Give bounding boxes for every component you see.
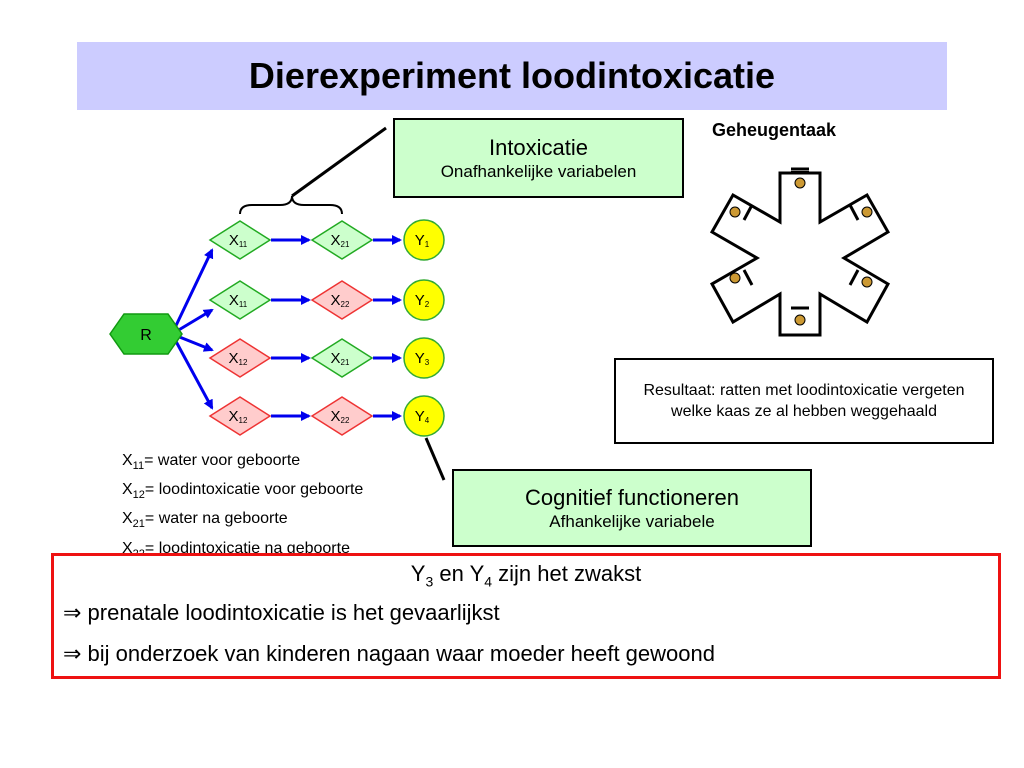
connector-line-cognitief [424,437,446,481]
diamond-node-x21 [310,338,374,378]
title-bar: Dierexperiment loodintoxicatie [77,42,947,110]
root-node-r [109,313,183,355]
intoxicatie-box: Intoxicatie Onafhankelijke variabelen [393,118,684,198]
node-label: X11 [229,292,248,309]
node-label: X22 [331,408,350,425]
connector-line-intox [291,126,387,198]
conclusion-box: Y3 en Y4 zijn het zwakst ⇒ prenatale loo… [51,553,1001,679]
diamond-node-x11 [208,280,272,320]
barrier-top [791,171,809,174]
node-label: X12 [229,350,248,367]
barrier-lower-right [848,269,860,286]
intoxicatie-subtitle: Onafhankelijke variabelen [440,161,637,181]
cheese-icon [729,206,741,218]
node-label: X21 [331,350,350,367]
branch-arrow [170,248,214,335]
node-label: Y1 [415,232,430,249]
outcome-node-y2 [403,279,445,321]
conclusion-line-2: ⇒ prenatale loodintoxicatie is het gevaa… [63,600,500,625]
radial-maze-icon [709,167,891,337]
legend-item: X21= water na geboorte [122,510,288,531]
legend-item: X12= loodintoxicatie voor geboorte [122,481,364,502]
row-arrows [271,235,402,421]
geheugentaak-label: Geheugentaak [712,120,837,140]
outcome-node-y4 [403,395,445,437]
cognitief-box: Cognitief functioneren Afhankelijke vari… [452,469,812,547]
cognitief-title: Cognitief functioneren [524,484,740,510]
diamond-node-x22 [310,280,374,320]
implies-icon: ⇒ [63,600,82,625]
node-label: X22 [331,292,350,309]
result-text: Resultaat: ratten met loodintoxicatie ve… [643,382,965,420]
intoxicatie-title: Intoxicatie [488,134,589,160]
result-box: Resultaat: ratten met loodintoxicatie ve… [614,358,994,444]
barrier-upper-left [742,204,754,221]
node-label: Y3 [415,350,430,367]
outcome-node-y1 [403,219,445,261]
cheese-icon [729,272,741,284]
cheese-icon [861,276,873,288]
diamond-node-x11 [208,220,272,260]
node-label: Y2 [415,292,430,309]
conclusion-line-1: Y3 en Y4 zijn het zwakst [410,561,642,590]
node-label: Y4 [415,408,430,425]
cheese-icon [794,314,806,326]
outcome-node-y3 [403,337,445,379]
node-label: X12 [229,408,248,425]
cognitief-subtitle: Afhankelijke variabele [549,511,715,531]
legend-item: X11= water voor geboorte [122,452,301,473]
node-label: X21 [331,232,350,249]
diamond-node-x12 [208,338,272,378]
cheese-icon [794,177,806,189]
page-title: Dierexperiment loodintoxicatie [248,55,776,96]
cheese-icon [861,206,873,218]
barrier-upper-right [848,204,860,221]
diamond-node-x12 [208,396,272,436]
diamond-node-x21 [310,220,374,260]
conclusion-line-3: ⇒ bij onderzoek van kinderen nagaan waar… [63,641,715,666]
diamond-node-x22 [310,396,374,436]
curly-brace [239,195,343,215]
node-label: X11 [229,232,248,249]
barrier-lower-left [742,269,754,286]
branch-arrow [170,333,214,410]
implies-icon: ⇒ [63,641,82,666]
root-node-label: R [140,327,152,344]
